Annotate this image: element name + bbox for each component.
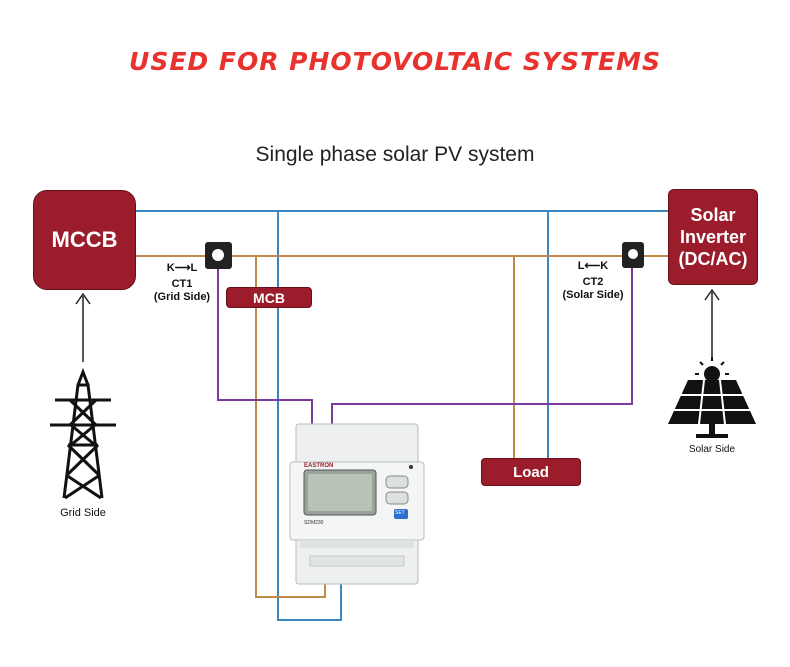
ct1-clamp [205,242,232,269]
ct2-clamp [622,242,644,268]
solar-panel-icon [668,357,756,438]
energy-meter [289,423,425,585]
headline: USED FOR PHOTOVOLTAIC SYSTEMS [129,47,661,76]
load-box: Load [481,458,581,486]
diagram-title: Single phase solar PV system [255,143,535,166]
mccb-box: MCCB [33,190,136,290]
meter-model: SDM230 [304,520,324,526]
ct-wires [217,266,633,424]
neutral-wires [134,210,668,621]
meter-set-button: SET [395,510,405,516]
ct2-direction: L⟵K [577,260,609,272]
ct1-label: K⟶L CT1 (Grid Side) [150,262,214,304]
ct1-name: CT1 [171,278,193,290]
ct2-label: L⟵K CT2 (Solar Side) [555,260,631,302]
ct2-side: (Solar Side) [562,289,624,301]
inverter-label-line1: Solar [690,205,736,225]
ct1-side: (Grid Side) [153,291,211,303]
inverter-label-line3: (DC/AC) [678,249,748,269]
inverter-label-line2: Inverter [679,227,747,247]
ct1-direction: K⟶L [166,262,198,274]
solar-side-label: Solar Side [688,444,736,455]
mcb-box: MCB [226,287,312,308]
ct2-name: CT2 [582,276,604,288]
arrows [75,288,720,362]
grid-side-label: Grid Side [60,507,106,519]
meter-brand: EASTRON [304,463,334,469]
solar-inverter-box: Solar Inverter (DC/AC) [668,189,758,285]
transmission-tower-icon [50,367,116,500]
